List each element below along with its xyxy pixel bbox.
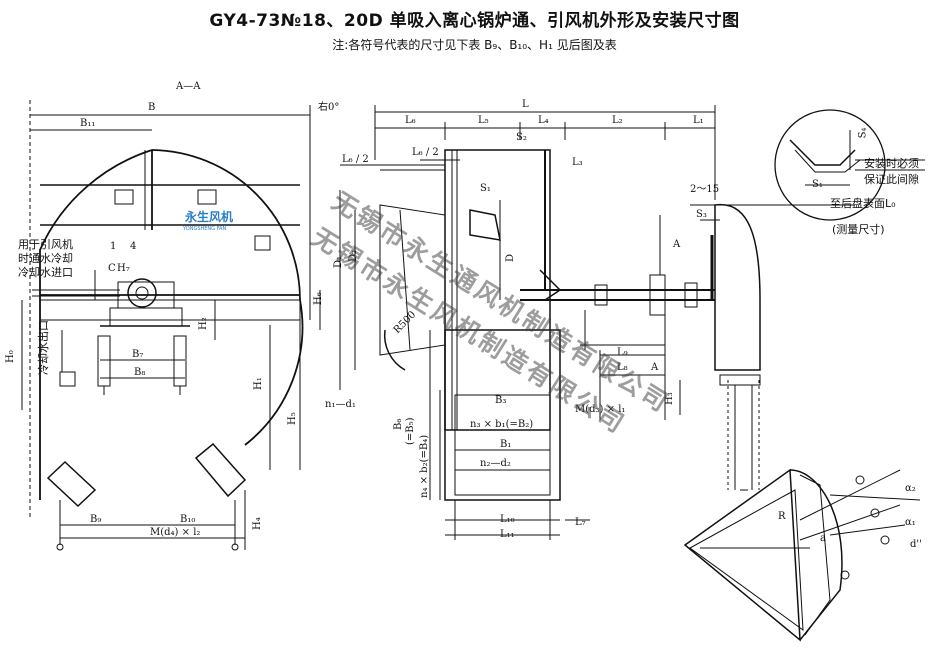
dim-S4: S₄	[857, 127, 869, 139]
right-detail	[690, 109, 925, 491]
dim-M-d4: M(d₄) × l₂	[150, 527, 201, 538]
detail-note-1: 安装时必须	[864, 157, 919, 170]
dim-L: L	[522, 99, 529, 110]
cone-alpha1: α₁	[905, 517, 916, 528]
drawing-note: 注:各符号代表的尺寸见下表 B₉、B₁₀、H₁ 见后图及表	[332, 38, 617, 52]
outlet-text: 冷却水出口	[37, 320, 50, 375]
dim-B8: B₈	[134, 367, 146, 378]
dim-1: 1	[110, 241, 117, 252]
dim-4: 4	[130, 241, 137, 252]
left-view-outline	[21, 100, 321, 551]
dim-S3: S₃	[696, 209, 707, 220]
dim-L4: L₄	[538, 115, 549, 126]
section-A-top: A	[673, 239, 681, 250]
dim-L3: L₃	[572, 157, 583, 168]
dim-H1: H₁	[253, 377, 264, 390]
cone-alpha2: α₂	[905, 483, 916, 494]
cone-detail	[683, 468, 921, 642]
detail-note-4: (测量尺寸)	[832, 223, 885, 236]
dim-S2: S₂	[516, 132, 527, 143]
company-logo-text: 永生风机	[185, 210, 234, 224]
mid-view-outline	[339, 105, 720, 540]
dim-H0: H₀	[5, 350, 16, 363]
inlet-text-1: 用于引风机	[18, 238, 73, 251]
section-label: A—A	[176, 81, 201, 92]
detail-S1: S₁	[812, 179, 823, 190]
dim-B6: B₆	[393, 418, 404, 430]
dim-L9: L₉	[617, 347, 628, 358]
dim-L10: L₁₀	[500, 514, 515, 525]
dim-B5: (=B₅)	[405, 417, 416, 445]
dim-n3b1: n₃ × b₁(=B₂)	[470, 419, 534, 430]
dim-H6: H₆	[313, 292, 324, 305]
dim-L6-half-2: L₆ / 2	[412, 147, 439, 158]
dim-B3: B₃	[495, 395, 507, 406]
inlet-text-3: 冷却水进口	[18, 266, 73, 279]
dim-L6: L₆	[405, 115, 416, 126]
dim-L11: L₁₁	[500, 529, 515, 540]
dim-n2d2: n₂—d₂	[480, 458, 511, 469]
company-logo-sub: YONGSHENG FAN	[183, 226, 227, 232]
dim-B1: B₁	[500, 439, 512, 450]
dim-B9: B₉	[90, 514, 102, 525]
dim-B: B	[148, 102, 156, 113]
dim-B7: B₇	[132, 349, 144, 360]
dim-B11: B₁₁	[80, 118, 96, 129]
dim-L8: L₈	[617, 362, 628, 373]
cone-R: R	[778, 511, 786, 522]
dim-L7: L₇	[575, 517, 586, 528]
section-A-bottom: A	[651, 362, 659, 373]
dim-L2: L₂	[612, 115, 623, 126]
dim-M-d3: M(d₃) × l₁	[575, 404, 626, 415]
dim-B10: B₁₀	[180, 514, 196, 525]
rotation-label: 右0°	[318, 102, 340, 113]
dim-H7: H₇	[117, 263, 130, 274]
dim-H4: H₄	[252, 517, 263, 530]
dim-C: C	[108, 263, 116, 274]
dim-L1: L₁	[693, 115, 704, 126]
cone-a: a	[820, 533, 826, 544]
dim-H2: H₂	[198, 317, 209, 330]
dim-n1d1: n₁—d₁	[325, 399, 356, 410]
inlet-text-2: 时通水冷却	[18, 252, 73, 265]
detail-note-3: 至后盘表面L₀	[830, 197, 896, 210]
cone-d: d''	[910, 539, 922, 550]
dim-S1: S₁	[480, 183, 491, 194]
drawing-title: GY4-73№18、20D 单吸入离心锅炉通、引风机外形及安装尺寸图	[209, 11, 740, 31]
dim-L6-half-1: L₆ / 2	[342, 154, 369, 165]
dim-H5: H₅	[287, 412, 298, 425]
dim-range: 2～15	[690, 184, 720, 195]
dim-n4b2: n₄ × b₂(=B₄)	[419, 434, 430, 498]
detail-note-2: 保证此间隙	[864, 173, 919, 186]
dim-D: D	[505, 253, 516, 262]
dim-L5: L₅	[478, 115, 489, 126]
